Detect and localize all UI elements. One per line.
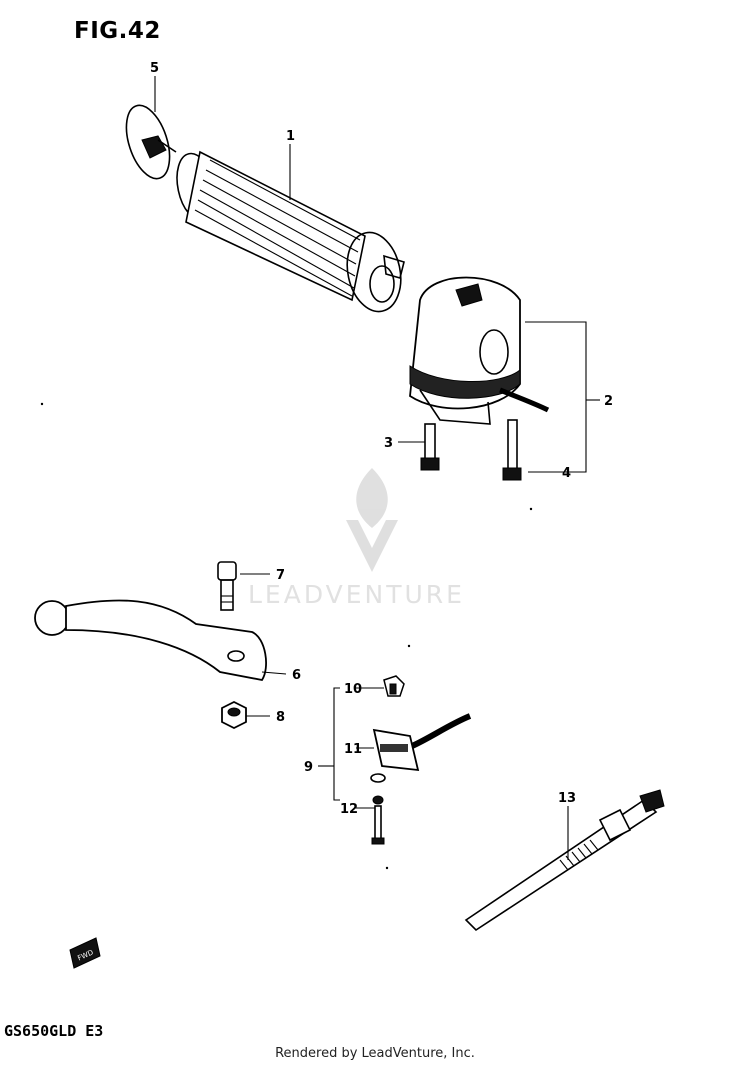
cable-tie-part[interactable] bbox=[464, 789, 665, 932]
screw-washer-part[interactable] bbox=[370, 773, 386, 845]
callout-4: 4 bbox=[562, 466, 571, 481]
callout-6: 6 bbox=[292, 668, 301, 683]
callout-7: 7 bbox=[276, 568, 285, 583]
lever-pivot-bolt-part[interactable] bbox=[217, 561, 237, 611]
callout-2: 2 bbox=[604, 394, 613, 409]
screw-long-part[interactable] bbox=[502, 419, 522, 481]
screw-short-part[interactable] bbox=[420, 423, 440, 471]
callout-1: 1 bbox=[286, 129, 295, 144]
callout-3: 3 bbox=[384, 436, 393, 451]
lever-nut-part[interactable] bbox=[221, 700, 247, 730]
switch-screw-part[interactable] bbox=[383, 675, 405, 697]
brake-lever-part[interactable] bbox=[34, 599, 267, 681]
switch-housing-part[interactable] bbox=[409, 276, 550, 425]
grip-end-cap-part[interactable] bbox=[118, 100, 178, 184]
callout-9: 9 bbox=[304, 760, 313, 775]
footer-credit: Rendered by LeadVenture, Inc. bbox=[275, 1046, 475, 1061]
figure-title: FIG.42 bbox=[74, 18, 161, 44]
callout-11: 11 bbox=[344, 742, 362, 757]
handlebar-grip-part[interactable] bbox=[171, 150, 407, 317]
model-code: GS650GLD E3 bbox=[4, 1022, 104, 1040]
callout-10: 10 bbox=[344, 682, 362, 697]
fwd-direction-badge: FWD bbox=[69, 937, 101, 969]
leader-lines bbox=[154, 76, 600, 860]
callout-8: 8 bbox=[276, 710, 285, 725]
watermark-text: LEADVENTURE bbox=[248, 580, 465, 609]
callout-5: 5 bbox=[150, 61, 159, 76]
watermark-logo bbox=[346, 468, 398, 572]
callout-12: 12 bbox=[340, 802, 358, 817]
callout-13: 13 bbox=[558, 791, 576, 806]
stop-switch-part[interactable] bbox=[372, 713, 472, 772]
scan-specks bbox=[40, 402, 533, 870]
